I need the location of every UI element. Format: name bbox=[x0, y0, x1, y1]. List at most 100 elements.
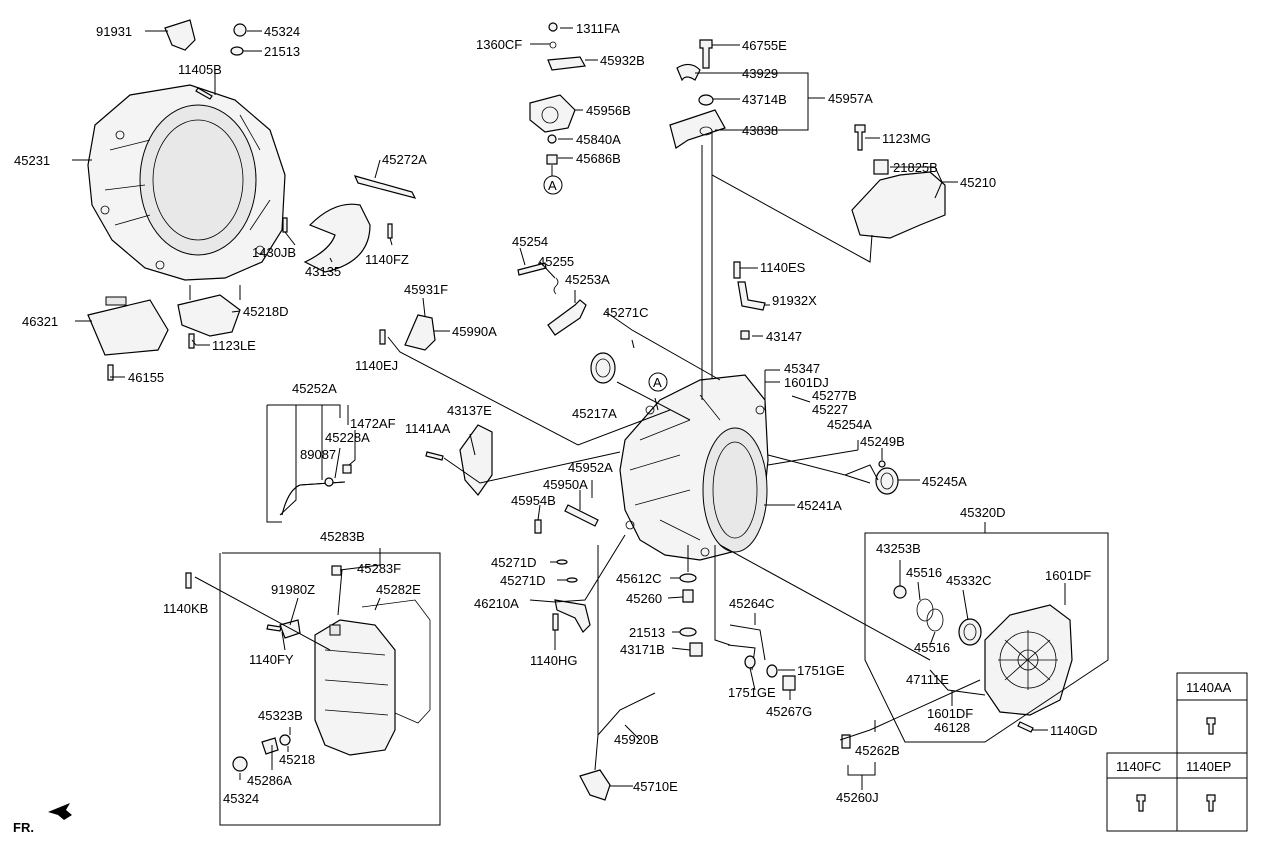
label-45241a: 45241A bbox=[797, 498, 842, 513]
converter-housing-part bbox=[87, 84, 286, 281]
plug-43171b-part bbox=[689, 642, 703, 657]
label-45956b: 45956B bbox=[586, 103, 631, 118]
label-45218d: 45218D bbox=[243, 304, 289, 319]
shield-43135-part bbox=[303, 203, 371, 273]
label-45228a: 45228A bbox=[325, 430, 370, 445]
sensor-45710e-part bbox=[579, 769, 611, 801]
label-43135: 43135 bbox=[305, 264, 341, 279]
label-21825b: 21825B bbox=[893, 160, 938, 175]
plug-45283f-part bbox=[331, 565, 342, 576]
label-45271d-a: 45271D bbox=[491, 555, 537, 570]
connector-45228a-part bbox=[342, 464, 352, 474]
label-45252a: 45252A bbox=[292, 381, 337, 396]
bolt-icon-1140aa bbox=[1206, 717, 1216, 735]
label-1140fy: 1140FY bbox=[249, 652, 294, 667]
label-45260j: 45260J bbox=[836, 790, 879, 805]
legend-label-1140aa: 1140AA bbox=[1186, 680, 1232, 695]
label-91980z: 91980Z bbox=[271, 582, 315, 597]
front-arrow-icon bbox=[48, 803, 72, 820]
label-45255: 45255 bbox=[538, 254, 574, 269]
label-45283f: 45283F bbox=[357, 561, 401, 576]
label-45227: 45227 bbox=[812, 402, 848, 417]
front-direction-label: FR. bbox=[13, 820, 34, 835]
bolt-icon-1140ep bbox=[1206, 794, 1216, 812]
label-45262b: 45262B bbox=[855, 743, 900, 758]
oil-seal-45217a-part bbox=[590, 352, 616, 384]
label-43929: 43929 bbox=[742, 66, 778, 81]
label-45267g: 45267G bbox=[766, 704, 812, 719]
label-45952a: 45952A bbox=[568, 460, 613, 475]
lever-45253a-part bbox=[547, 299, 587, 336]
part-labels: 91931 45324 21513 11405B 45231 45272A 14… bbox=[14, 21, 1232, 806]
side-cover-45320d-part bbox=[984, 604, 1073, 716]
bolt-46155-part bbox=[107, 364, 114, 381]
label-1123mg: 1123MG bbox=[882, 131, 931, 146]
label-1140gd: 1140GD bbox=[1050, 723, 1097, 738]
sensor-wire-45920b-part bbox=[594, 692, 656, 771]
reference-marker-a-top bbox=[543, 175, 563, 195]
label-1751ge-b: 1751GE bbox=[797, 663, 845, 678]
label-1472af: 1472AF bbox=[350, 416, 396, 431]
hose-inner bbox=[281, 481, 346, 516]
bracket-45210-part bbox=[851, 124, 946, 239]
label-1140ej: 1140EJ bbox=[355, 358, 398, 373]
label-45931f: 45931F bbox=[404, 282, 448, 297]
plug-45324-part bbox=[233, 23, 247, 37]
label-1140kb: 1140KB bbox=[163, 601, 208, 616]
label-43253b: 43253B bbox=[876, 541, 921, 556]
label-21513-top: 21513 bbox=[264, 44, 300, 59]
label-1751ge-a: 1751GE bbox=[728, 685, 776, 700]
label-46755e: 46755E bbox=[742, 38, 787, 53]
label-1601df-b: 1601DF bbox=[927, 706, 973, 721]
ring-21513-part bbox=[230, 46, 244, 56]
bolt-1140fz-part bbox=[387, 223, 393, 239]
label-45271d-b: 45271D bbox=[500, 573, 546, 588]
shift-lever-assembly bbox=[669, 39, 726, 149]
label-1311fa: 1311FA bbox=[576, 21, 620, 36]
label-45249b: 45249B bbox=[860, 434, 905, 449]
label-45283b: 45283B bbox=[320, 529, 365, 544]
oil-seal-45245a-part bbox=[875, 467, 899, 495]
label-21513-mid: 21513 bbox=[629, 625, 665, 640]
label-45254a: 45254A bbox=[827, 417, 872, 432]
label-43171b: 43171B bbox=[620, 642, 665, 657]
label-47111e: 47111E bbox=[906, 672, 949, 687]
legend-label-1140fc: 1140FC bbox=[1116, 759, 1161, 774]
label-1123le: 1123LE bbox=[212, 338, 256, 353]
gasket-1751ge-b-part bbox=[766, 664, 778, 678]
pin-45271d-b-part bbox=[566, 577, 578, 583]
reference-marker-a-case bbox=[648, 372, 668, 392]
label-45324-top: 45324 bbox=[264, 24, 300, 39]
label-1140fz: 1140FZ bbox=[365, 252, 409, 267]
gasket-1751ge-a-part bbox=[744, 655, 756, 669]
label-1360cf: 1360CF bbox=[476, 37, 522, 52]
filter-46321-part bbox=[87, 299, 169, 356]
cover-45218d-part bbox=[177, 294, 241, 337]
label-45245a: 45245A bbox=[922, 474, 967, 489]
label-46128: 46128 bbox=[934, 720, 970, 735]
bracket-91931-part bbox=[164, 19, 196, 51]
bolt-1141aa-part bbox=[425, 451, 444, 461]
ring-21513-mid-part bbox=[679, 627, 697, 637]
label-45950a: 45950A bbox=[543, 477, 588, 492]
label-45217a: 45217A bbox=[572, 406, 617, 421]
filter-tab bbox=[105, 296, 127, 306]
seal-45332c-part bbox=[958, 618, 982, 646]
label-43137e: 43137E bbox=[447, 403, 492, 418]
label-91931: 91931 bbox=[96, 24, 132, 39]
label-45282e: 45282E bbox=[376, 582, 421, 597]
bolt-1430jb-part bbox=[282, 217, 288, 233]
label-45710e: 45710E bbox=[633, 779, 678, 794]
transmission-case-45241a-part bbox=[619, 374, 769, 561]
bolt-1140ej-part bbox=[379, 329, 386, 345]
bolt-1140gd-part bbox=[1017, 721, 1034, 733]
label-45920b: 45920B bbox=[614, 732, 659, 747]
bolt-45954b-part bbox=[534, 519, 542, 534]
lever-46210a-part bbox=[554, 599, 591, 633]
label-45286a: 45286A bbox=[247, 773, 292, 788]
bolt-1140hg-part bbox=[552, 613, 559, 631]
label-1601dj: 1601DJ bbox=[784, 375, 829, 390]
leader-lines bbox=[72, 27, 1109, 826]
bearing-43253b-part bbox=[893, 585, 907, 599]
bolt-1123le-part bbox=[188, 333, 195, 349]
